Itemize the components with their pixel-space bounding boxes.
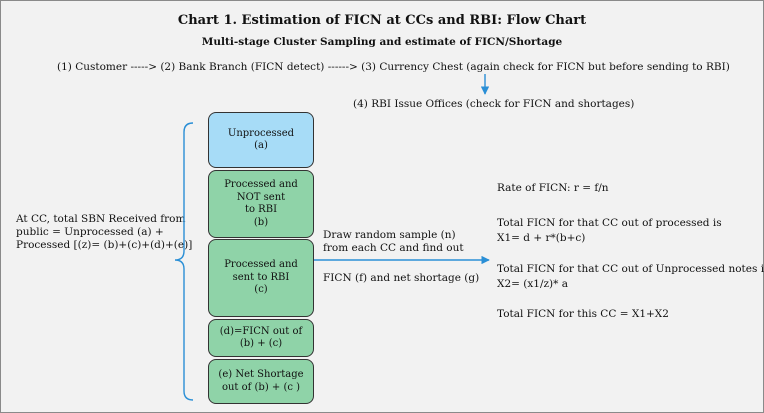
x2-text-line-2: X2= (x1/z)* a xyxy=(497,278,569,290)
chart-subtitle: Multi-stage Cluster Sampling and estimat… xyxy=(201,36,563,48)
box-shortage-line-2: out of (b) + (c ) xyxy=(221,381,301,393)
x2-text-line-1: Total FICN for that CC out of Unprocesse… xyxy=(497,263,764,275)
box-not-sent-line-4: (b) xyxy=(253,216,269,228)
left-text-line-2: public = Unprocessed (a) + xyxy=(16,226,164,238)
sample-text-line-2: from each CC and find out xyxy=(323,242,464,254)
left-brace xyxy=(174,122,194,401)
box-not-sent-line-1: Processed and xyxy=(224,179,298,190)
box-ficn: (d)=FICN out of (b) + (c) xyxy=(208,319,314,357)
sample-text-line-1: Draw random sample (n) xyxy=(323,229,456,241)
left-text-line-1: At CC, total SBN Received from xyxy=(16,213,186,225)
box-processed-not-sent: Processed and NOT sent to RBI (b) xyxy=(208,170,314,238)
left-text-line-3: Processed [(z)= (b)+(c)+(d)+(e)] xyxy=(16,239,193,251)
box-ficn-line-1: (d)=FICN out of xyxy=(219,325,303,337)
total-text: Total FICN for this CC = X1+X2 xyxy=(497,308,669,320)
flow-step-4: (4) RBI Issue Offices (check for FICN an… xyxy=(353,98,635,110)
box-ficn-line-2: (b) + (c) xyxy=(239,338,283,349)
box-unprocessed: Unprocessed (a) xyxy=(208,112,314,168)
box-net-shortage: (e) Net Shortage out of (b) + (c ) xyxy=(208,359,314,404)
box-sent-line-1: Processed and xyxy=(224,259,298,271)
box-not-sent-line-3: to RBI xyxy=(244,204,278,215)
box-sent-line-2: sent to RBI xyxy=(232,271,290,283)
x1-text-line-2: X1= d + r*(b+c) xyxy=(497,232,586,244)
box-unprocessed-line-2: (a) xyxy=(254,140,268,151)
x1-text-line-1: Total FICN for that CC out of processed … xyxy=(497,217,722,229)
flow-line: (1) Customer -----> (2) Bank Branch (FIC… xyxy=(57,61,730,73)
box-unprocessed-line-1: Unprocessed xyxy=(227,127,295,139)
box-sent-line-3: (c) xyxy=(254,284,268,296)
box-shortage-line-1: (e) Net Shortage xyxy=(218,369,304,380)
rate-text: Rate of FICN: r = f/n xyxy=(497,182,609,194)
box-processed-sent: Processed and sent to RBI (c) xyxy=(208,239,314,317)
box-not-sent-line-2: NOT sent xyxy=(236,191,286,203)
chart-title: Chart 1. Estimation of FICN at CCs and R… xyxy=(177,13,587,28)
sample-result: FICN (f) and net shortage (g) xyxy=(323,272,480,284)
